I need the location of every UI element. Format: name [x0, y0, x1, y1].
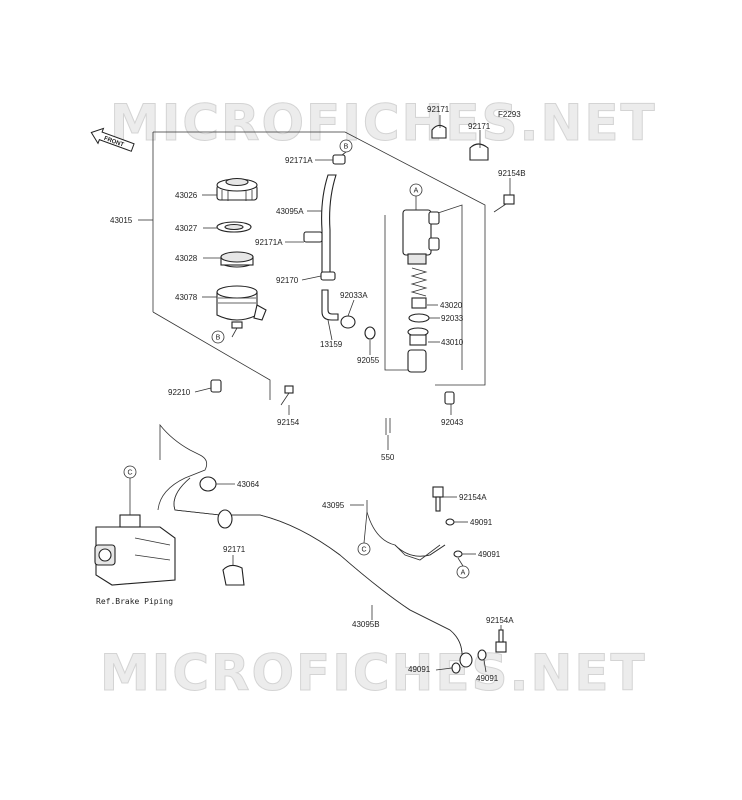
label-92043: 92043: [441, 418, 464, 427]
label-49091-d: 49091: [476, 674, 499, 683]
label-49091-c: 49091: [408, 665, 431, 674]
cotter-pin-550: [385, 418, 391, 435]
svg-text:A: A: [461, 570, 466, 577]
o-ring-92055: [364, 326, 376, 340]
washer-49091-b: [453, 550, 463, 558]
push-rod-part: [407, 327, 429, 373]
washer-49091-d: [477, 649, 487, 661]
clip-92170: [320, 271, 336, 281]
clamp-92171-low: [222, 564, 245, 586]
brake-pipe-upper: [157, 423, 208, 511]
assembly-outline-43015: [153, 131, 486, 386]
clamp-92171A-top: [332, 154, 346, 165]
label-92154A-low: 92154A: [486, 616, 514, 625]
callout-c-abs: C: [123, 465, 137, 479]
callout-a-top: A: [409, 183, 423, 197]
label-92154A-top: 92154A: [459, 493, 487, 502]
label-92033A: 92033A: [340, 291, 368, 300]
leader-lines: [129, 115, 511, 673]
banjo-bolt-92154A-low: [495, 629, 507, 653]
label-43028: 43028: [175, 254, 198, 263]
washer-49091-a: [445, 518, 455, 526]
bolt-92154: [280, 385, 294, 406]
callout-a-pipe: A: [456, 565, 470, 579]
label-49091-a: 49091: [470, 518, 493, 527]
o-ring-92033: [408, 313, 430, 323]
o-ring-92033A: [340, 315, 356, 329]
svg-text:B: B: [344, 144, 349, 151]
label-43027: 43027: [175, 224, 198, 233]
callout-c-pipe: C: [357, 542, 371, 556]
label-92171-top-a: 92171: [427, 105, 450, 114]
label-92171A-top: 92171A: [285, 156, 313, 165]
label-43026: 43026: [175, 191, 198, 200]
label-92033: 92033: [441, 314, 464, 323]
ref-brake-piping-note: Ref.Brake Piping: [96, 597, 173, 606]
clamp-92171A-mid: [303, 231, 323, 243]
label-550: 550: [381, 453, 395, 462]
pipe-13159: [321, 289, 339, 321]
bracket-92210: [210, 379, 222, 393]
pin-92043: [444, 391, 455, 405]
label-92154: 92154: [277, 418, 300, 427]
bolt-92154B: [493, 194, 515, 213]
label-92055: 92055: [357, 356, 380, 365]
label-13159: 13159: [320, 340, 343, 349]
clamp-92171-top-a: [431, 124, 447, 139]
label-43015: 43015: [110, 216, 133, 225]
diaphragm-part: [220, 251, 254, 268]
master-cylinder-part: [402, 209, 440, 265]
label-92154B: 92154B: [498, 169, 526, 178]
svg-text:C: C: [127, 470, 132, 477]
label-43010: 43010: [441, 338, 464, 347]
label-43095A: 43095A: [276, 207, 304, 216]
clamp-92171-top-b: [469, 143, 489, 161]
label-92171-top-b: 92171: [468, 122, 491, 131]
label-92170: 92170: [276, 276, 299, 285]
label-92171-low: 92171: [223, 545, 246, 554]
label-43064: 43064: [237, 480, 260, 489]
label-43095B: 43095B: [352, 620, 380, 629]
reservoir-hose-43095A: [321, 174, 337, 276]
label-43095: 43095: [322, 501, 345, 510]
diagram-code: F2293: [498, 110, 521, 119]
piston-spring-part: [410, 267, 428, 309]
svg-text:B: B: [216, 335, 221, 342]
grommet-43064: [199, 476, 217, 492]
label-92210: 92210: [168, 388, 191, 397]
banjo-bolt-92154A-top: [432, 486, 444, 512]
label-43020: 43020: [440, 301, 463, 310]
svg-text:C: C: [361, 547, 366, 554]
callout-b-top: B: [339, 139, 353, 153]
watermark-bottom: MICROFICHES.NET: [100, 644, 647, 702]
label-43078: 43078: [175, 293, 198, 302]
brake-pipe-43095: [366, 500, 441, 561]
label-49091-b: 49091: [478, 550, 501, 559]
watermark-top: MICROFICHES.NET: [110, 94, 657, 152]
label-92171A-mid: 92171A: [255, 238, 283, 247]
washer-49091-c: [451, 662, 461, 674]
reservoir-tank-part: [216, 285, 267, 329]
callout-b-tank: B: [211, 330, 225, 344]
svg-text:A: A: [414, 188, 419, 195]
abs-unit-part: [94, 514, 176, 586]
reservoir-cap-part: [216, 177, 258, 201]
plate-part: [216, 221, 252, 233]
